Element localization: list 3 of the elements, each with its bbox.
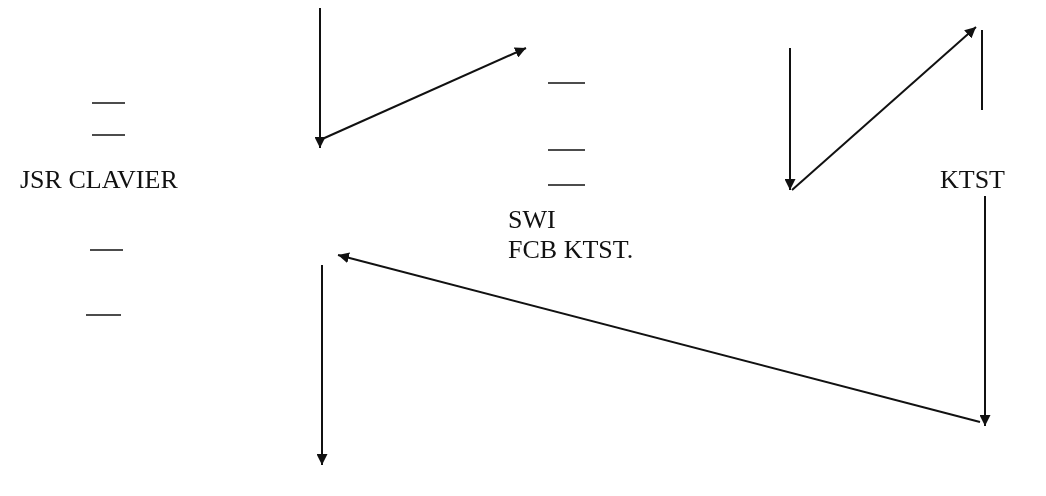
instruction-text: KTST [940, 165, 1005, 195]
instruction-text: SWI FCB KTST. [508, 205, 634, 265]
instruction-text: JSR CLAVIER [20, 165, 178, 195]
